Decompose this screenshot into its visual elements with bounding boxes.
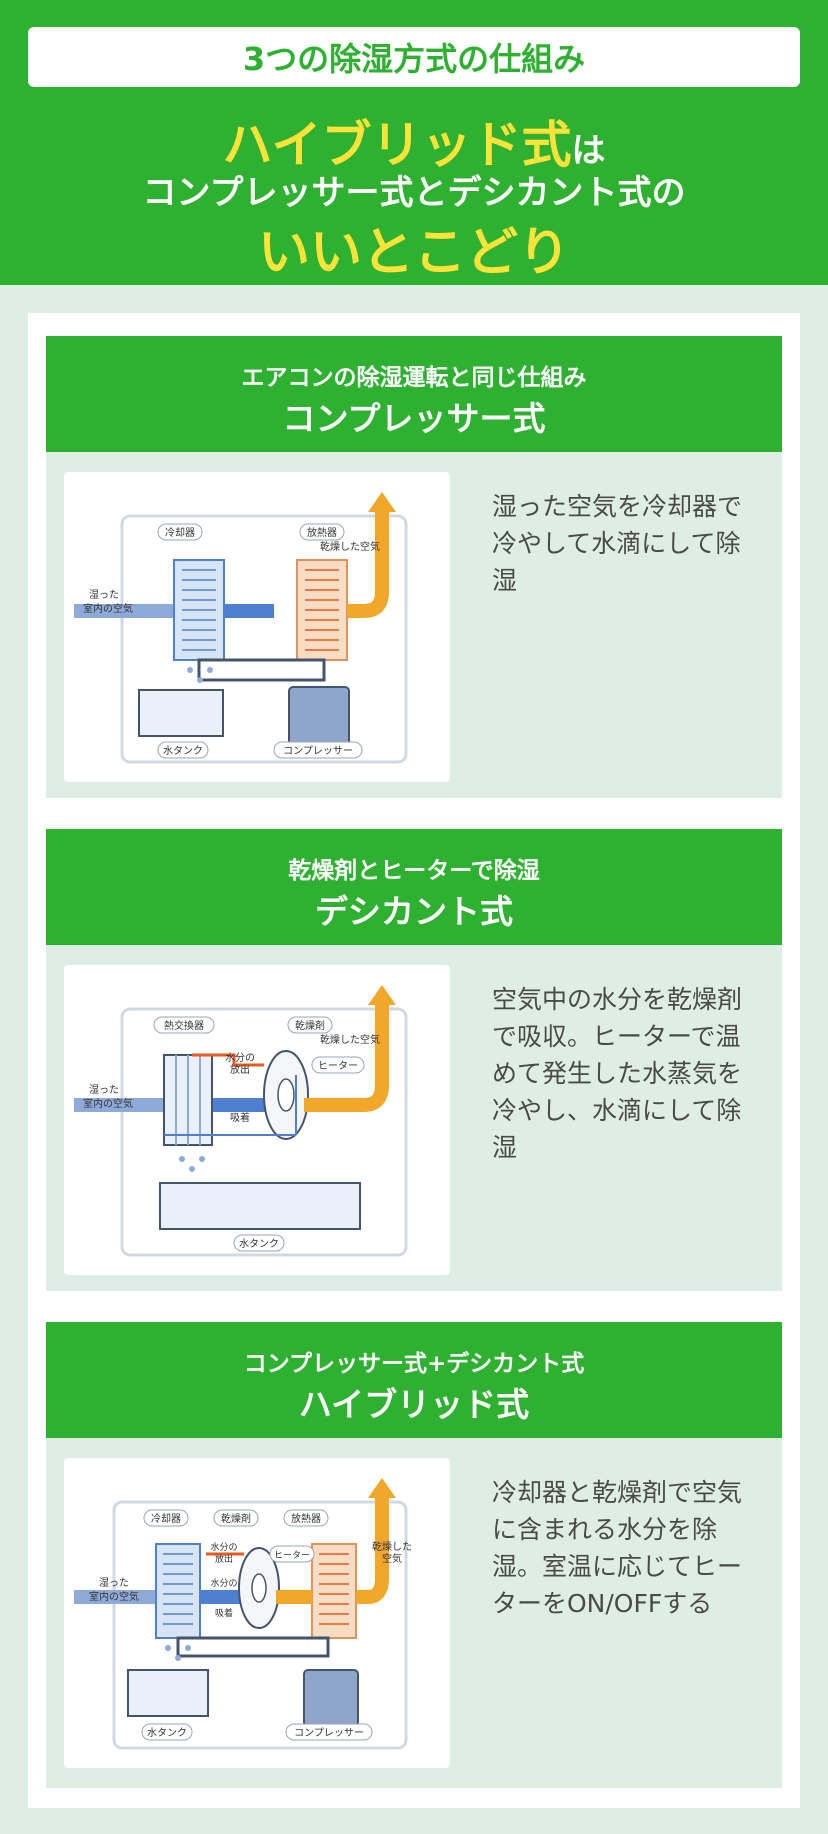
cooler-unit	[155, 1543, 201, 1639]
section-title: コンプレッサー式	[282, 399, 546, 438]
section-description: 湿った空気を冷却器で冷やして水滴にして除湿	[492, 492, 743, 595]
section-compressor: エアコンの除湿運転と同じ仕組み コンプレッサー式	[46, 336, 782, 798]
label-tank: 水タンク	[147, 1727, 187, 1739]
heater-loop	[164, 1075, 297, 1136]
section-header: コンプレッサー式+デシカント式 ハイブリッド式	[46, 1322, 782, 1438]
header-pill: 3つの除湿方式の仕組み	[28, 27, 800, 87]
wet-air-arrow	[74, 604, 174, 618]
label-cooler: 冷却器	[165, 526, 195, 539]
dry-air-arrowhead	[368, 985, 396, 1005]
label-compressor: コンプレッサー	[294, 1727, 364, 1739]
section-title: デシカント式	[315, 892, 513, 931]
label-release-1: 水分の	[225, 1052, 255, 1064]
dry-air-arrowhead	[368, 1478, 396, 1498]
headline-highlight: ハイブリッド式	[222, 116, 572, 174]
label-dry-air-2: 空気	[382, 1552, 402, 1565]
radiator-coil	[305, 569, 339, 651]
label-desiccant: 乾燥剤	[295, 1019, 325, 1032]
diagram-frame	[120, 514, 408, 764]
label-wet-air-1: 湿った	[89, 1084, 119, 1096]
dry-air-arrow	[356, 1498, 389, 1604]
label-wet-air-1: 湿った	[99, 1577, 129, 1589]
compressor-unit	[303, 1669, 359, 1727]
dry-air-arrowhead	[368, 492, 396, 512]
label-release-2: 放出	[215, 1553, 233, 1565]
label-cooler: 冷却器	[151, 1512, 181, 1525]
label-wet-air-1: 湿った	[89, 589, 119, 601]
section-subtitle: 乾燥剤とヒーターで除湿	[288, 858, 540, 884]
section-description: 冷却器と乾燥剤で空気に含まれる水分を除湿。室温に応じてヒーターをON/OFFする	[492, 1478, 743, 1618]
section-desiccant: 乾燥剤とヒーターで除湿 デシカント式	[46, 829, 782, 1291]
water-tank	[159, 1182, 361, 1230]
label-heater: ヒーター	[274, 1550, 310, 1561]
absorb-arrow	[204, 1098, 274, 1112]
label-wet-air-2: 室内の空気	[83, 602, 133, 615]
label-heat-exchanger: 熱交換器	[164, 1019, 204, 1032]
water-tank	[138, 689, 224, 737]
label-dry-air-1: 乾燥した	[372, 1540, 412, 1553]
pipe-bottom	[176, 1636, 330, 1658]
headline-suffix: は	[571, 131, 606, 171]
wet-air-arrow	[74, 1098, 184, 1112]
cooler-coil	[182, 569, 216, 651]
label-heater: ヒーター	[318, 1060, 358, 1072]
section-hybrid: コンプレッサー式+デシカント式 ハイブリッド式	[46, 1322, 782, 1788]
section-header: エアコンの除湿運転と同じ仕組み コンプレッサー式	[46, 336, 782, 452]
label-absorb-2: 吸着	[230, 1111, 250, 1124]
label-absorb-1: 水分の	[210, 1577, 237, 1589]
water-tank	[127, 1669, 209, 1717]
release-arrow	[192, 1053, 264, 1067]
headline-line2: コンプレッサー式とデシカント式の	[142, 173, 686, 213]
section-title: ハイブリッド式	[298, 1385, 530, 1424]
label-absorb-2: 吸着	[215, 1607, 233, 1619]
label-release-1: 水分の	[210, 1541, 237, 1553]
wet-air-arrow	[74, 1590, 164, 1604]
absorb-arrow	[200, 1590, 250, 1604]
compressor-diagram: 冷却器 放熱器 乾燥した空気 湿った 室内の空気 水タンク コンプレッサー	[64, 472, 450, 782]
headline-line3: いいとこどり	[257, 223, 570, 283]
label-compressor: コンプレッサー	[283, 745, 353, 757]
label-dry-air: 乾燥した空気	[320, 540, 380, 553]
label-radiator: 放熱器	[307, 526, 337, 539]
section-header: 乾燥剤とヒーターで除湿 デシカント式	[46, 829, 782, 945]
label-wet-air-2: 室内の空気	[89, 1590, 139, 1603]
hot-air-bar	[276, 1590, 312, 1604]
section-subtitle: エアコンの除湿運転と同じ仕組み	[241, 365, 587, 391]
label-release-2: 放出	[230, 1063, 250, 1076]
desiccant-diagram: 熱交換器 乾燥剤 乾燥した空気 水分の 放出 ヒーター 湿った 室内の空気 水分…	[64, 965, 450, 1275]
dry-air-arrow	[347, 512, 389, 618]
label-tank: 水タンク	[239, 1238, 279, 1250]
section-description: 空気中の水分を乾燥剤で吸収。ヒーターで温めて発生した水蒸気を冷やし、水滴にして除…	[492, 985, 743, 1162]
label-wet-air-2: 室内の空気	[83, 1097, 133, 1110]
label-radiator: 放熱器	[291, 1512, 321, 1525]
diagram-frame	[120, 1007, 408, 1257]
label-absorb-1: 水分の	[225, 1084, 255, 1096]
header: 3つの除湿方式の仕組み ハイブリッド式は コンプレッサー式とデシカント式の いい…	[0, 0, 828, 285]
label-tank: 水タンク	[163, 745, 203, 757]
label-desiccant: 乾燥剤	[221, 1512, 251, 1525]
headline-line1: ハイブリッド式は	[0, 105, 828, 177]
compressor-unit	[288, 686, 350, 748]
hybrid-diagram: 冷却器 乾燥剤 放熱器 乾燥した 空気 水分の 放出 ヒーター 湿った 室内の空…	[64, 1458, 450, 1768]
pipe-bottom	[197, 658, 326, 682]
water-drops	[187, 667, 193, 673]
label-dry-air: 乾燥した空気	[320, 1033, 380, 1046]
dry-air-arrow	[304, 1005, 389, 1112]
diagram-frame	[112, 1500, 408, 1750]
section-subtitle: コンプレッサー式+デシカント式	[243, 1351, 585, 1377]
